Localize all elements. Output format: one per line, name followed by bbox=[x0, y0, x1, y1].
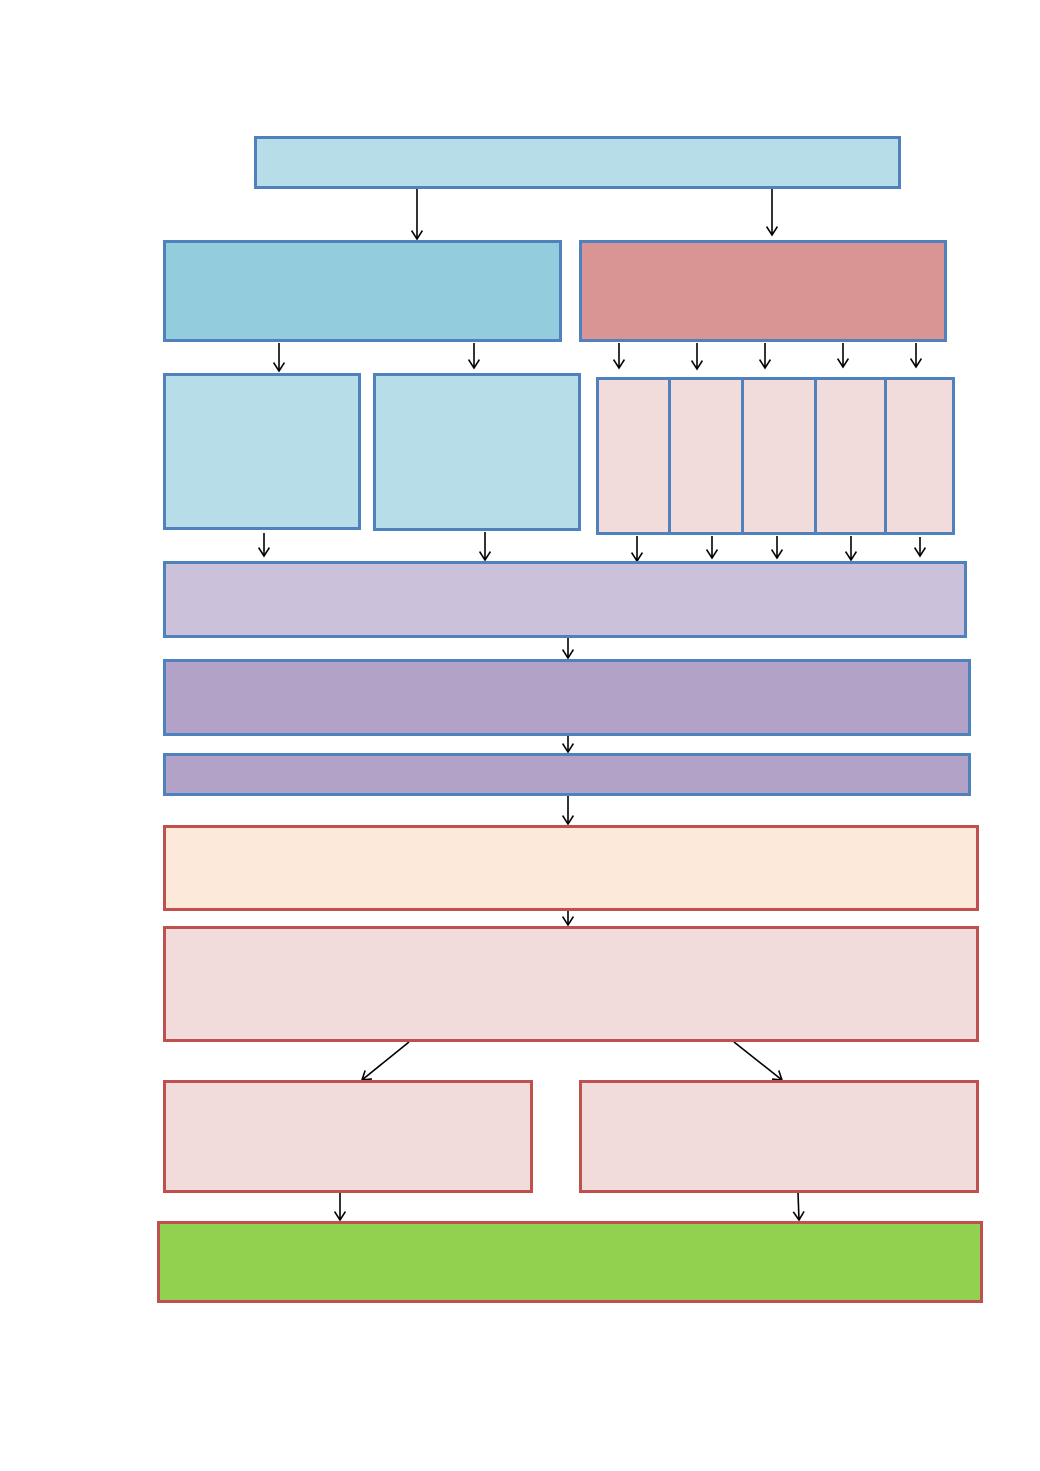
connector-arrow bbox=[257, 533, 271, 558]
branch-left-box bbox=[163, 240, 562, 342]
branch-right-box bbox=[579, 240, 947, 342]
connector-arrow bbox=[612, 343, 626, 370]
connector-arrow bbox=[467, 343, 481, 370]
right-child-1-box bbox=[596, 377, 671, 535]
left-child-2-box bbox=[373, 373, 581, 531]
connector-arrow bbox=[913, 537, 927, 558]
right-child-4-box bbox=[814, 377, 887, 535]
split-left-box bbox=[163, 1080, 533, 1193]
connector-arrow bbox=[705, 536, 719, 560]
connector-arrow bbox=[410, 189, 424, 241]
right-child-3-box bbox=[741, 377, 817, 535]
connector-arrow bbox=[561, 911, 575, 927]
connector-arrow bbox=[690, 343, 704, 371]
split-right-box bbox=[579, 1080, 979, 1193]
connector-arrow bbox=[909, 343, 923, 369]
right-child-5-box bbox=[884, 377, 955, 535]
stage-5-box bbox=[163, 926, 979, 1042]
connector-arrow bbox=[836, 343, 850, 369]
connector-arrow bbox=[733, 1041, 784, 1081]
connector-arrow bbox=[561, 638, 575, 660]
connector-arrow bbox=[561, 736, 575, 754]
final-stage-box bbox=[157, 1221, 983, 1303]
stage-3-box bbox=[163, 753, 971, 796]
right-child-2-box bbox=[668, 377, 744, 535]
connector-arrow bbox=[630, 536, 644, 563]
stage-2-box bbox=[163, 659, 971, 736]
connector-arrow bbox=[333, 1193, 347, 1222]
connector-arrow bbox=[765, 189, 779, 237]
connector-arrow bbox=[758, 343, 772, 370]
merge-stage-box bbox=[163, 561, 967, 638]
connector-arrow bbox=[770, 536, 784, 560]
connector-arrow bbox=[360, 1041, 410, 1081]
connector-arrow bbox=[272, 343, 286, 373]
connector-arrow bbox=[478, 532, 492, 562]
stage-4-box bbox=[163, 825, 979, 911]
connector-arrow bbox=[561, 796, 575, 826]
root-box bbox=[254, 136, 901, 189]
connector-arrow bbox=[792, 1192, 805, 1222]
left-child-1-box bbox=[163, 373, 361, 530]
connector-arrow bbox=[844, 536, 858, 562]
